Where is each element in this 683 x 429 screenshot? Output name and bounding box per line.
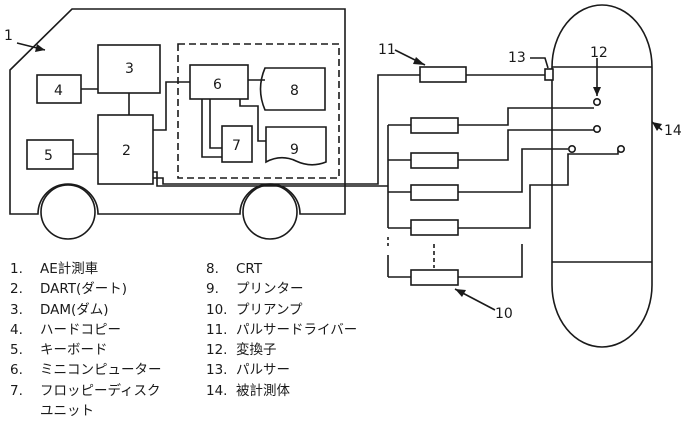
legend-item: 2. DART(ダート) bbox=[10, 279, 162, 299]
label-12: 12 bbox=[590, 45, 608, 61]
legend-text: DAM(ダム) bbox=[40, 301, 109, 318]
box-crt bbox=[259, 67, 326, 111]
legend-item: 3. DAM(ダム) bbox=[10, 300, 162, 320]
legend-num: 9. bbox=[206, 281, 219, 298]
truck-body bbox=[9, 8, 346, 215]
vessel-body bbox=[551, 4, 653, 348]
legend-item: 7. フロッピーディスク bbox=[10, 381, 162, 401]
label-13: 13 bbox=[508, 50, 526, 66]
legend-num: 8. bbox=[206, 261, 219, 277]
legend-item: 12. 変換子 bbox=[206, 340, 357, 360]
legend-text: パルサー bbox=[236, 362, 290, 379]
legend-item: 13. パルサー bbox=[206, 360, 357, 380]
legend-item: 5. キーボード bbox=[10, 340, 162, 360]
transducer-1 bbox=[592, 98, 601, 107]
legend-item: 6. ミニコンピューター bbox=[10, 360, 162, 380]
box-floppy bbox=[221, 125, 253, 163]
truck-wheel-rear bbox=[242, 184, 298, 240]
legend-num: 5. bbox=[10, 342, 23, 359]
box-preamp-2 bbox=[410, 152, 459, 169]
legend-num: 2. bbox=[10, 281, 23, 298]
legend-item: 1. AE計測車 bbox=[10, 259, 162, 279]
pulser-element bbox=[544, 68, 554, 81]
legend-num: 11. bbox=[206, 321, 228, 338]
legend-text: DART(ダート) bbox=[40, 281, 128, 298]
legend-text: キーボード bbox=[40, 342, 108, 359]
label-3: 3 bbox=[125, 61, 134, 77]
legend-item: 14. 被計測体 bbox=[206, 381, 357, 401]
legend-num: 1. bbox=[10, 261, 23, 277]
transducer-3 bbox=[567, 145, 576, 154]
legend-num: 7. bbox=[10, 382, 23, 399]
legend-num: 10. bbox=[206, 301, 228, 318]
box-pulser-driver bbox=[419, 66, 467, 83]
legend-item: 11. パルサードライバー bbox=[206, 320, 357, 340]
box-dart bbox=[97, 114, 154, 185]
legend-text: ミニコンピューター bbox=[40, 362, 162, 379]
label-5: 5 bbox=[44, 148, 53, 164]
legend-item: 8. CRT bbox=[206, 259, 357, 279]
label-1: 1 bbox=[4, 28, 13, 44]
legend-text: CRT bbox=[236, 261, 263, 277]
legend-text: 変換子 bbox=[236, 342, 277, 359]
box-preamp-1 bbox=[410, 117, 459, 134]
legend-num: 4. bbox=[10, 321, 23, 338]
transducer-2 bbox=[592, 125, 601, 134]
box-preamp-3 bbox=[410, 184, 459, 201]
label-7: 7 bbox=[232, 138, 241, 154]
legend-right: 8. CRT 9. プリンター 10. プリアンプ 11. パルサードライバー 12. 変… bbox=[206, 259, 357, 401]
legend-text: フロッピーディスク bbox=[40, 382, 161, 399]
legend-text: プリンター bbox=[236, 281, 304, 298]
legend-text: プリアンプ bbox=[236, 301, 303, 318]
label-9: 9 bbox=[290, 142, 299, 158]
legend-num: 14. bbox=[206, 382, 228, 399]
legend-item: 9. プリンター bbox=[206, 279, 357, 299]
legend-text: 被計測体 bbox=[236, 382, 290, 399]
label-6: 6 bbox=[213, 77, 222, 93]
label-14: 14 bbox=[664, 123, 682, 139]
label-10: 10 bbox=[495, 306, 513, 322]
box-preamp-4 bbox=[410, 219, 459, 236]
legend-left: 1. AE計測車 2. DART(ダート) 3. DAM(ダム) 4. ハードコピー 5… bbox=[10, 259, 162, 421]
legend-text: ハードコピー bbox=[40, 321, 121, 338]
label-4: 4 bbox=[54, 83, 63, 99]
legend-text: パルサードライバー bbox=[236, 321, 358, 338]
legend-text-continued: ユニット bbox=[40, 403, 94, 420]
legend-item: 4. ハードコピー bbox=[10, 320, 162, 340]
computer-enclosure bbox=[177, 43, 340, 179]
label-2: 2 bbox=[122, 143, 131, 159]
legend-num: 13. bbox=[206, 362, 228, 379]
label-8: 8 bbox=[290, 83, 299, 99]
legend-num: 12. bbox=[206, 342, 228, 359]
legend-text: AE計測車 bbox=[40, 261, 99, 277]
box-printer bbox=[265, 126, 327, 166]
transducer-4 bbox=[616, 145, 625, 154]
legend-item: 10. プリアンプ bbox=[206, 300, 357, 320]
legend-num: 6. bbox=[10, 362, 23, 379]
label-11: 11 bbox=[378, 42, 396, 58]
legend-num: 3. bbox=[10, 301, 23, 318]
box-preamp-5 bbox=[410, 269, 459, 286]
truck-wheel-front bbox=[40, 184, 96, 240]
